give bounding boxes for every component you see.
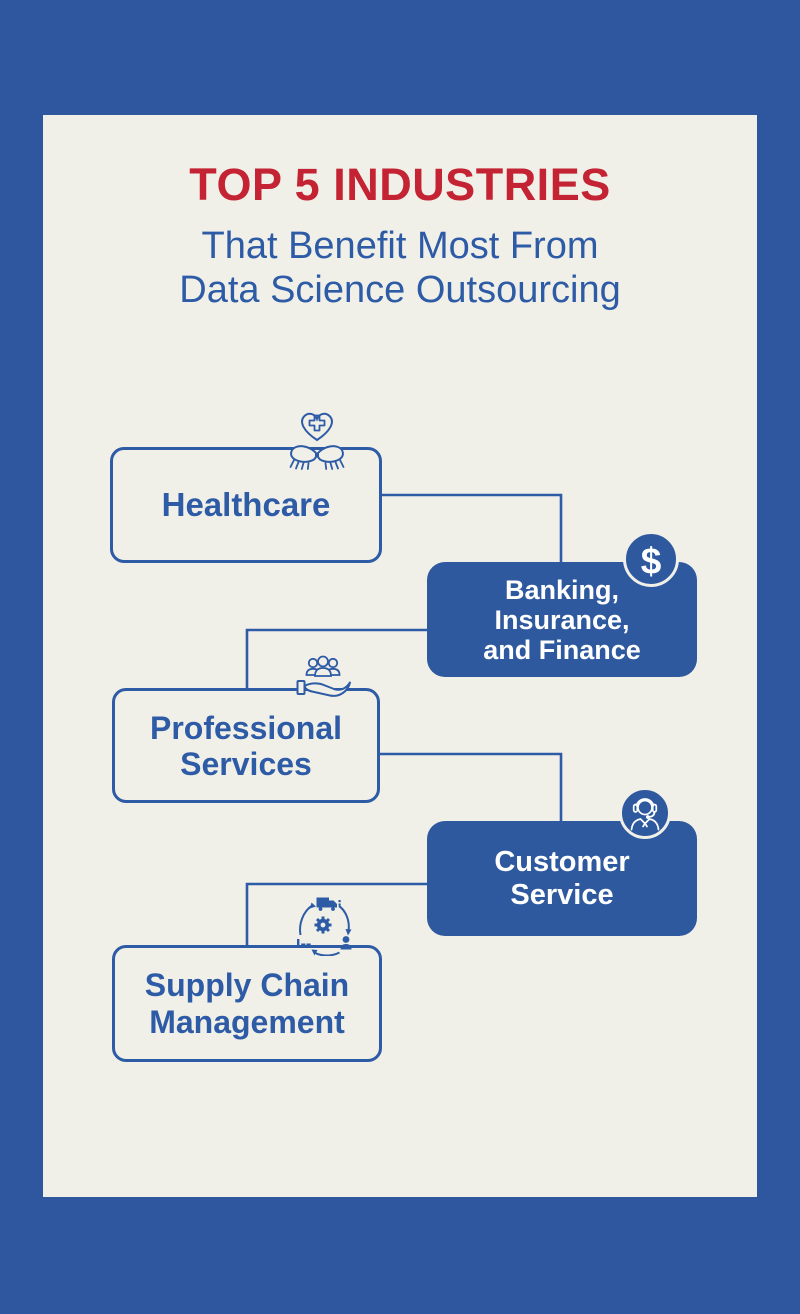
- subtitle-line-2: Data Science Outsourcing: [179, 268, 621, 311]
- subtitle-line-1: That Benefit Most From: [201, 224, 599, 267]
- hand-holding-people-icon: [296, 655, 351, 697]
- industry-label-professional-services: Professional Services: [149, 709, 343, 782]
- page-title: TOP 5 INDUSTRIES: [189, 159, 611, 210]
- header: TOP 5 INDUSTRIES That Benefit Most From …: [43, 160, 757, 312]
- dollar-coin-icon: $: [623, 531, 679, 587]
- supply-chain-cycle-icon: [297, 897, 352, 956]
- industry-label-customer-service: Customer Service: [494, 845, 630, 911]
- connector-line-customer-supply: [245, 882, 427, 945]
- industry-label-banking-insurance-finance: Banking, Insurance, and Finance: [483, 574, 641, 665]
- industry-label-supply-chain-management: Supply Chain Management: [144, 966, 350, 1040]
- hands-holding-heart-icon: [289, 412, 345, 470]
- industry-box-banking-insurance-finance: Banking, Insurance, and Finance: [427, 562, 697, 677]
- connector-line-professional-customer: [380, 752, 563, 821]
- industry-box-customer-service: Customer Service: [427, 821, 697, 936]
- page-subtitle: That Benefit Most From Data Science Outs…: [43, 224, 757, 313]
- connector-line-banking-professional: [245, 628, 427, 688]
- dollar-symbol: $: [641, 540, 662, 581]
- industry-label-healthcare: Healthcare: [161, 486, 331, 523]
- support-agent-icon: [619, 787, 671, 839]
- industry-box-professional-services: Professional Services: [112, 688, 380, 803]
- industry-box-supply-chain-management: Supply Chain Management: [112, 945, 382, 1062]
- connector-line-healthcare-banking: [382, 493, 563, 562]
